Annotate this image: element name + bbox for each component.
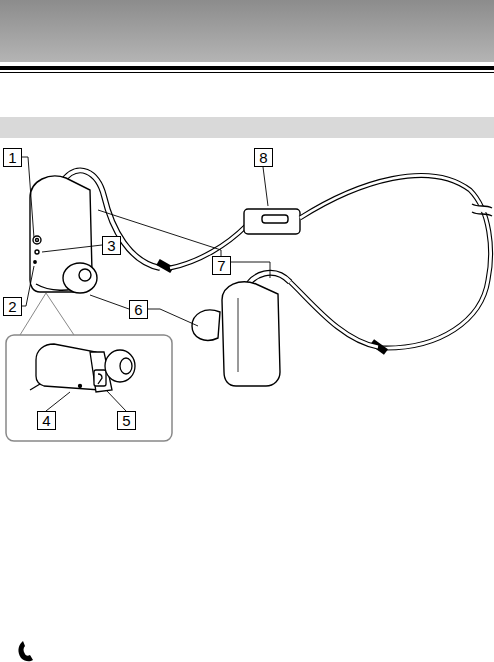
- header-rule: [0, 72, 494, 73]
- phone-icon: [18, 641, 33, 661]
- callout-number: 5: [117, 411, 136, 430]
- left-earpiece: [30, 176, 97, 293]
- callout-number: 7: [212, 256, 231, 275]
- section-bar: [0, 117, 494, 138]
- header-rule: [0, 66, 494, 70]
- callout-number: 8: [254, 148, 273, 167]
- callout-number: 4: [37, 411, 56, 430]
- callout-number: 6: [129, 300, 148, 319]
- callout-number: 2: [3, 297, 22, 316]
- right-earpiece: [192, 282, 280, 386]
- callout-number: 3: [102, 236, 121, 255]
- leader-lines: [21, 157, 270, 411]
- inset: [6, 293, 172, 441]
- callout-number: 1: [3, 148, 22, 167]
- header-band: [0, 0, 494, 62]
